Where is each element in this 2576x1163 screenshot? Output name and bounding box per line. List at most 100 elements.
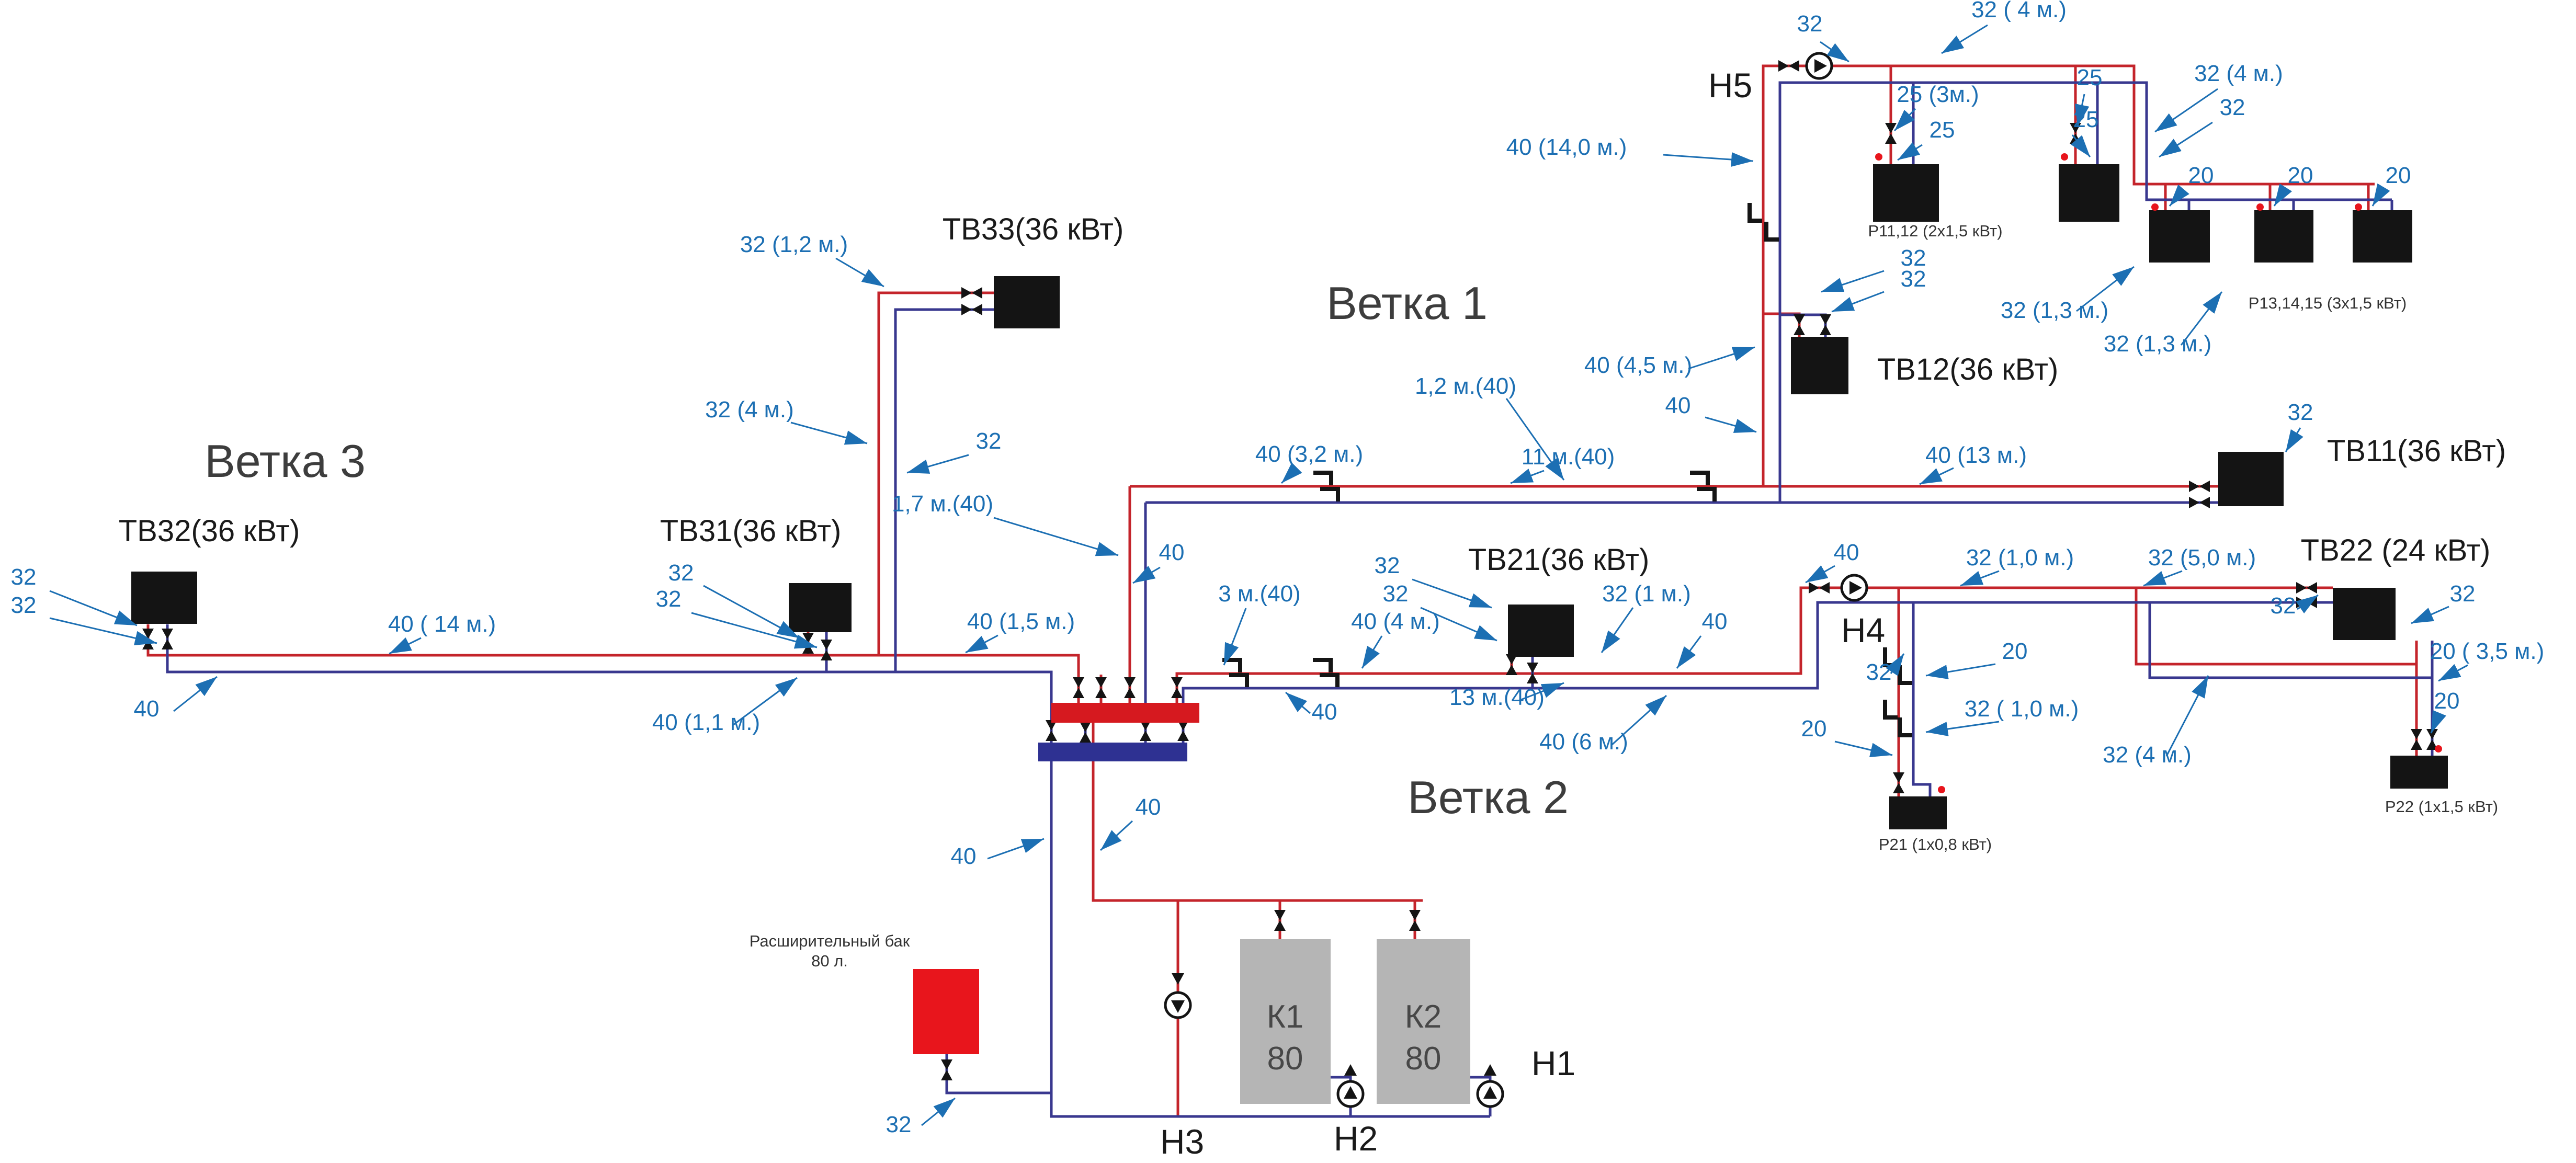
label-arrow: [2070, 134, 2091, 157]
valve-icon: [1809, 582, 1830, 594]
pipe-size-label: 32: [976, 428, 1002, 454]
label-arrow: [49, 617, 157, 646]
p22-supply-link: [2135, 588, 2416, 666]
branch3-return-main: [166, 624, 1053, 743]
pipe-size-label: 20: [2386, 163, 2411, 188]
label-arrow: [1510, 469, 1545, 484]
pipe-size-label: 32: [2288, 400, 2313, 425]
pipe-size-label: 32: [668, 560, 694, 586]
label-arrow: [1925, 721, 2000, 736]
pipe-size-label: 40: [1665, 393, 1691, 418]
pipe-size-label: 32: [886, 1112, 912, 1137]
valve-icon: [821, 640, 832, 660]
label-arrow: [1960, 570, 2000, 587]
label-arrow: [1676, 635, 1702, 669]
check-valve-icon: [1484, 1064, 1496, 1076]
label-arrow: [1505, 398, 1565, 481]
valve-icon: [1073, 677, 1084, 698]
valve-icon: [1885, 123, 1897, 144]
pipe-size-label: 40: [1702, 609, 1728, 634]
tb22-unit: [2333, 588, 2396, 640]
pipe-size-label: 40: [1312, 699, 1337, 725]
pipe-size-label: 32: [1901, 245, 1926, 271]
pipe-size-label: 1,7 м.(40): [892, 491, 993, 517]
pump-h5-icon: [1807, 53, 1832, 78]
pump-h3-label: Н3: [1160, 1122, 1204, 1161]
label-arrow: [1223, 608, 1247, 666]
valve-icon: [961, 287, 982, 299]
pipe-size-label: 40: [134, 696, 160, 722]
pipe-size-label: 32: [1797, 11, 1823, 37]
check-valve-icon: [1172, 973, 1184, 985]
pipe-size-label: 32 (1,0 м.): [1966, 545, 2074, 571]
valve-icon: [1794, 314, 1805, 335]
tb21-unit: [1508, 605, 1574, 657]
tb21-label: ТВ21(36 кВт): [1468, 543, 1650, 577]
label-arrow: [2154, 88, 2218, 133]
label-arrow: [1886, 653, 1905, 676]
tb32-unit: [131, 572, 197, 624]
pipe-size-label: 25 (3м.): [1897, 82, 1979, 107]
valve-icon: [1095, 677, 1107, 698]
pipe-size-label: 20: [2002, 638, 2028, 664]
tb11-label: ТВ11(36 кВт): [2327, 434, 2506, 468]
label-arrow: [2169, 184, 2189, 207]
pipe-size-label: 32: [2271, 593, 2296, 619]
label-arrow: [835, 257, 884, 288]
label-arrow: [1132, 565, 1161, 584]
label-arrow: [1412, 578, 1492, 609]
valve-icon: [941, 1059, 952, 1080]
radiator-p12: [2059, 164, 2119, 222]
pipe-size-label: 32 ( 1,0 м.): [1965, 696, 2079, 722]
valve-icon: [1140, 720, 1151, 741]
air-vent-dots: [1875, 153, 2442, 793]
valve-icon: [1046, 720, 1057, 741]
tb12-label: ТВ12(36 кВт): [1877, 352, 2059, 386]
rad-p21-return-drop: [1912, 602, 1932, 796]
label-arrow: [906, 454, 969, 474]
boiler-k2-power: 80: [1405, 1041, 1442, 1077]
label-arrow: [1663, 152, 1754, 167]
manifold-supply-bar: [1051, 703, 1199, 723]
radiator-p14: [2254, 210, 2313, 263]
valve-icon: [2189, 481, 2210, 492]
pipe-size-label: 32 (4 м.): [705, 397, 794, 423]
label-arrow: [1897, 142, 1923, 161]
valve-icon: [1080, 722, 1091, 743]
branch3-supply-main: [146, 624, 1080, 703]
pipe-size-label: 20: [2288, 163, 2313, 188]
tb33-label: ТВ33(36 кВт): [943, 212, 1124, 246]
label-arrow: [2285, 427, 2303, 452]
expansion-tank-label: Расширительный бак: [750, 932, 910, 950]
boiler-supply-header: [1092, 723, 1423, 902]
label-arrow: [1925, 663, 1996, 679]
label-arrow: [1919, 467, 1954, 485]
valve-icon: [142, 629, 154, 649]
tb33-supply-riser: [877, 291, 994, 655]
label-arrow: [2430, 710, 2446, 734]
p22-return-link: [2148, 602, 2432, 679]
pipe-size-label: 13 м.(40): [1449, 685, 1545, 710]
label-arrow: [2438, 664, 2468, 682]
pipe-size-label: 32 (1,2 м.): [740, 232, 848, 257]
rad-p21-label: Р21 (1х0,8 кВт): [1879, 835, 1992, 853]
pump-h3-icon: [1165, 993, 1190, 1018]
boiler-k1-power: 80: [1267, 1041, 1303, 1077]
branch-2-title: Ветка 2: [1408, 771, 1569, 823]
label-arrow: [987, 838, 1045, 860]
tb33-unit: [994, 276, 1060, 328]
pipe-size-label: 32 (5,0 м.): [2148, 545, 2256, 571]
pipe-size-label: 3 м.(40): [1218, 581, 1300, 607]
vent-dot: [2256, 203, 2264, 211]
manifold-return-bar: [1038, 743, 1187, 761]
label-arrow: [2180, 291, 2223, 346]
label-arrow: [1831, 291, 1885, 313]
vent-dot: [2151, 203, 2159, 211]
boiler-return-header: [1050, 761, 1490, 1118]
pipe-size-label: 40 (4 м.): [1351, 609, 1440, 634]
vent-dot: [1875, 153, 1882, 161]
radiator-p15: [2353, 210, 2412, 263]
label-arrow: [1688, 346, 1755, 370]
pipe-size-label: 40: [951, 843, 977, 869]
